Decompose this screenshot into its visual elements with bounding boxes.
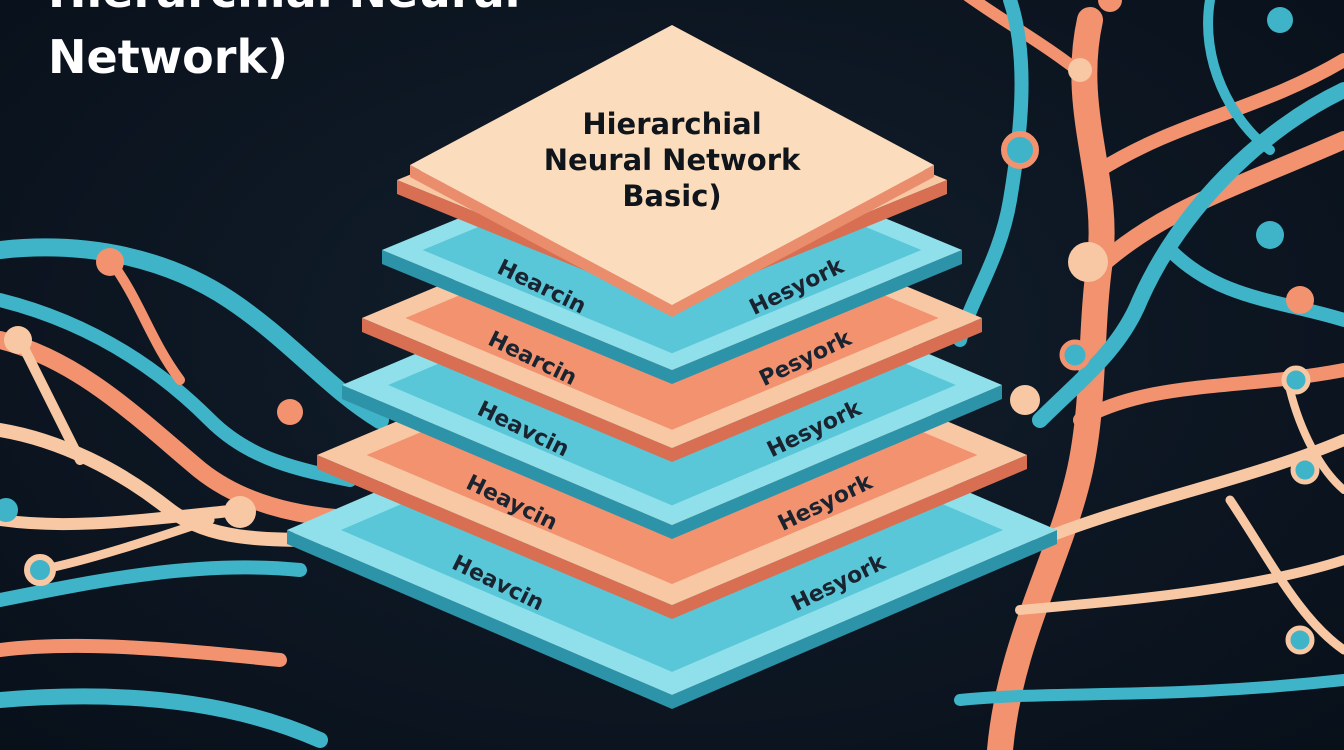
branch-left-salmon-7 <box>35 515 215 575</box>
corner-title: Hierarchial Neural Network) <box>48 0 520 90</box>
branch-right-upper-2 <box>1093 53 1344 177</box>
branch-right-blue-4 <box>954 674 1344 706</box>
node <box>277 399 303 425</box>
node <box>1010 385 1040 415</box>
node <box>1281 365 1311 395</box>
node <box>1001 131 1039 169</box>
branch-left-blue-1 <box>0 238 389 429</box>
node <box>1267 7 1293 33</box>
top-layer-face <box>410 25 934 305</box>
branch-left-salmon-1 <box>0 331 389 529</box>
branch-left-blue-3 <box>0 560 307 607</box>
top-layer-title-line-3: Basic) <box>622 179 721 213</box>
branch-left-blue-4 <box>0 688 328 748</box>
neural-nodes <box>0 0 1320 655</box>
node <box>4 326 32 354</box>
branch-left-salmon-4 <box>15 335 85 465</box>
top-layer-title-line-1: Hierarchial <box>582 107 761 141</box>
branch-right-blue-1 <box>1032 82 1344 428</box>
node <box>0 498 18 522</box>
node <box>1256 221 1284 249</box>
node <box>1285 625 1315 655</box>
branch-right-blue-2 <box>1163 243 1344 327</box>
node <box>1098 0 1122 12</box>
corner-title-line-1: Hierarchial Neural <box>48 0 520 24</box>
node <box>1059 339 1091 371</box>
corner-title-line-2: Network) <box>48 30 289 84</box>
node <box>1068 242 1108 282</box>
branch-right-blue-5 <box>1203 0 1275 155</box>
top-layer-title-line-2: Neural Network <box>544 143 801 177</box>
branch-left-salmon-6 <box>105 255 185 385</box>
branch-left-salmon-2 <box>0 423 337 547</box>
branch-left-salmon-3 <box>0 504 246 531</box>
node <box>1068 58 1092 82</box>
branch-left-salmon-5 <box>0 638 287 667</box>
branch-right-far <box>1286 386 1344 494</box>
node <box>1286 286 1314 314</box>
node <box>24 554 56 586</box>
branch-right-low-3 <box>1225 495 1344 655</box>
branch-left-blue-2 <box>0 293 357 487</box>
branch-right-low-2 <box>1015 555 1344 615</box>
node <box>1290 455 1320 485</box>
branch-right-low <box>1034 434 1344 546</box>
branch-right-blue-3 <box>953 0 1029 347</box>
node <box>224 496 256 528</box>
node <box>96 248 124 276</box>
